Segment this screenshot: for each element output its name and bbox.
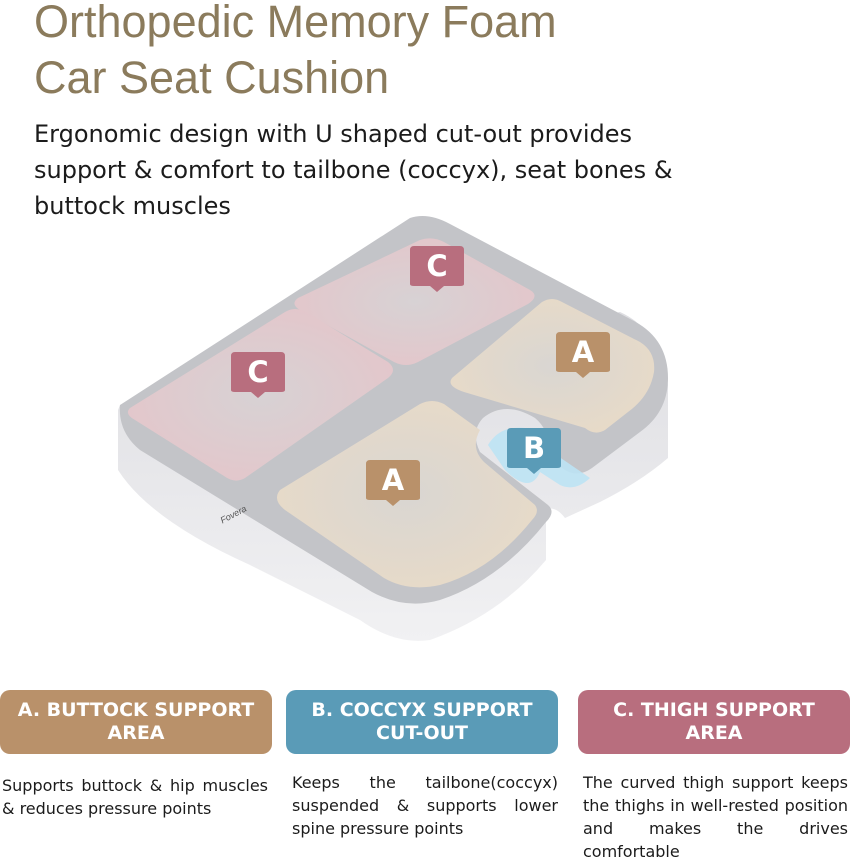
feature-b-description: Keeps the tailbone(coccyx) suspended & s… xyxy=(292,773,558,838)
cushion-illustration xyxy=(110,210,690,670)
marker-c-left-label: C xyxy=(247,355,269,389)
feature-c-title-line-2: AREA xyxy=(685,722,743,744)
marker-b-cutout-label: B xyxy=(522,431,546,465)
title-line-1: Orthopedic Memory Foam xyxy=(34,0,557,47)
marker-a-right-shape xyxy=(556,332,610,378)
marker-a-center-label: A xyxy=(381,463,405,497)
feature-a-title-line-1: A. BUTTOCK SUPPORT xyxy=(17,699,255,721)
product-subtitle: Ergonomic design with U shaped cut-out p… xyxy=(34,116,834,224)
product-title: Orthopedic Memory Foam Car Seat Cushion xyxy=(34,0,557,106)
marker-c-top-label: C xyxy=(426,249,448,283)
feature-c-title-line-1: C. THIGH SUPPORT xyxy=(613,699,815,721)
marker-b-cutout-shape xyxy=(507,428,561,474)
marker-a-center-shape xyxy=(366,460,420,506)
feature-c-title: C. THIGH SUPPORT AREA xyxy=(578,690,850,754)
marker-c-left: C xyxy=(231,352,285,398)
feature-c-description: The curved thigh support keeps the thigh… xyxy=(583,773,848,861)
feature-b-title-line-1: B. COCCYX SUPPORT xyxy=(311,699,533,721)
subtitle-line-3: buttock muscles xyxy=(34,192,231,220)
marker-c-top: C xyxy=(410,246,464,292)
feature-a-title: A. BUTTOCK SUPPORT AREA xyxy=(0,690,272,754)
subtitle-line-2: support & comfort to tailbone (coccyx), … xyxy=(34,156,673,184)
marker-a-right: A xyxy=(556,332,610,378)
marker-c-top-shape xyxy=(410,246,464,292)
feature-b-title-line-2: CUT-OUT xyxy=(376,722,468,744)
marker-c-left-shape xyxy=(231,352,285,398)
feature-a-title-line-2: AREA xyxy=(107,722,165,744)
marker-a-center: A xyxy=(366,460,420,506)
marker-b-cutout: B xyxy=(507,428,561,474)
feature-a-description: Supports buttock & hip muscles & reduces… xyxy=(2,776,268,818)
title-line-2: Car Seat Cushion xyxy=(34,52,390,103)
zone-c-top xyxy=(294,238,535,365)
marker-a-right-label: A xyxy=(571,335,595,369)
subtitle-line-1: Ergonomic design with U shaped cut-out p… xyxy=(34,120,633,148)
cushion-svg xyxy=(118,216,669,641)
feature-b-title: B. COCCYX SUPPORT CUT-OUT xyxy=(286,690,558,754)
